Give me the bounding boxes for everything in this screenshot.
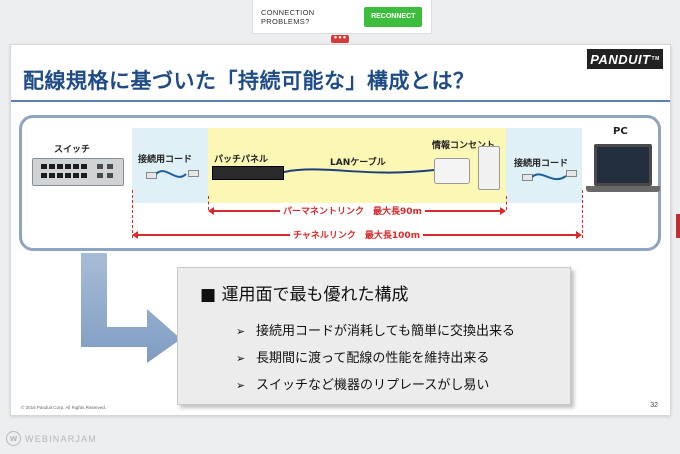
webinarjam-text: WEBINARJAM: [25, 433, 98, 444]
plug-icon: [188, 170, 199, 177]
network-switch-icon: [32, 158, 124, 186]
plug-icon: [146, 172, 157, 179]
reconnect-button[interactable]: RECONNECT: [364, 6, 422, 27]
bullet-heading: ■ 運用面で最も優れた構成: [200, 285, 409, 305]
list-item: ➢長期間に渡って配線の性能を維持出来る: [236, 351, 490, 366]
side-tab[interactable]: [676, 214, 680, 238]
menu-pill[interactable]: •••: [331, 35, 349, 43]
connection-banner: CONNECTION PROBLEMS? RECONNECT: [252, 0, 432, 34]
permanent-link-label: パーマネントリンク 最大長90m: [280, 204, 425, 217]
plug-icon: [566, 170, 577, 177]
flow-arrow-icon: [81, 253, 181, 363]
lan-cable-label: LANケーブル: [330, 158, 386, 168]
outlet-label: 情報コンセント: [432, 141, 496, 151]
slide-number: 32: [650, 402, 658, 409]
slide-title: 配線規格に基づいた「持続可能な」構成とは？: [23, 69, 475, 93]
wall-plate-icon: [478, 146, 500, 190]
list-item: ➢スイッチなど機器のリプレースがし易い: [236, 378, 490, 393]
cord-left-label: 接続用コード: [138, 155, 193, 165]
pc-label: PC: [613, 126, 628, 137]
switch-label: スイッチ: [54, 145, 91, 155]
arrow-right-icon: [576, 231, 582, 239]
marker-line: [208, 196, 209, 210]
laptop-base: [586, 186, 660, 192]
channel-link-label: チャネルリンク 最大長100m: [290, 228, 424, 241]
connection-message: CONNECTION PROBLEMS?: [261, 7, 315, 26]
arrow-bullet-icon: ➢: [236, 352, 246, 365]
laptop-icon: [594, 144, 652, 186]
lan-cable-icon: [284, 168, 435, 174]
arrow-left-icon: [132, 231, 138, 239]
webinarjam-watermark: W WEBINARJAM: [6, 431, 97, 446]
copyright: © 2016 Panduit Corp. All Rights Reserved…: [21, 405, 107, 410]
arrow-bullet-icon: ➢: [236, 379, 246, 392]
cord-right-icon: [532, 173, 567, 181]
cord-right-label: 接続用コード: [514, 159, 569, 169]
marker-line: [582, 190, 583, 238]
zone-cord-right: [506, 128, 582, 203]
patch-panel-label: パッチパネル: [214, 155, 269, 165]
info-outlet-icon: [434, 158, 470, 184]
title-underline: [11, 100, 670, 102]
arrow-bullet-icon: ➢: [236, 325, 246, 338]
cabling-diagram: スイッチ 接続用コード パッチパネル LANケーブル 情報コンセント 接続用コー…: [19, 115, 661, 251]
marker-line: [132, 190, 133, 238]
arrow-left-icon: [208, 207, 214, 215]
marker-line: [506, 196, 507, 210]
webinarjam-logo-icon: W: [6, 431, 21, 446]
bullet-box: ■ 運用面で最も優れた構成 ➢接続用コードが消耗しても簡単に交換出来る ➢長期間…: [177, 267, 571, 405]
list-item: ➢接続用コードが消耗しても簡単に交換出来る: [236, 324, 515, 339]
arrow-right-icon: [500, 207, 506, 215]
zone-cord-left: [132, 128, 208, 203]
cord-left-icon: [156, 170, 187, 178]
patch-panel-icon: [212, 166, 284, 180]
